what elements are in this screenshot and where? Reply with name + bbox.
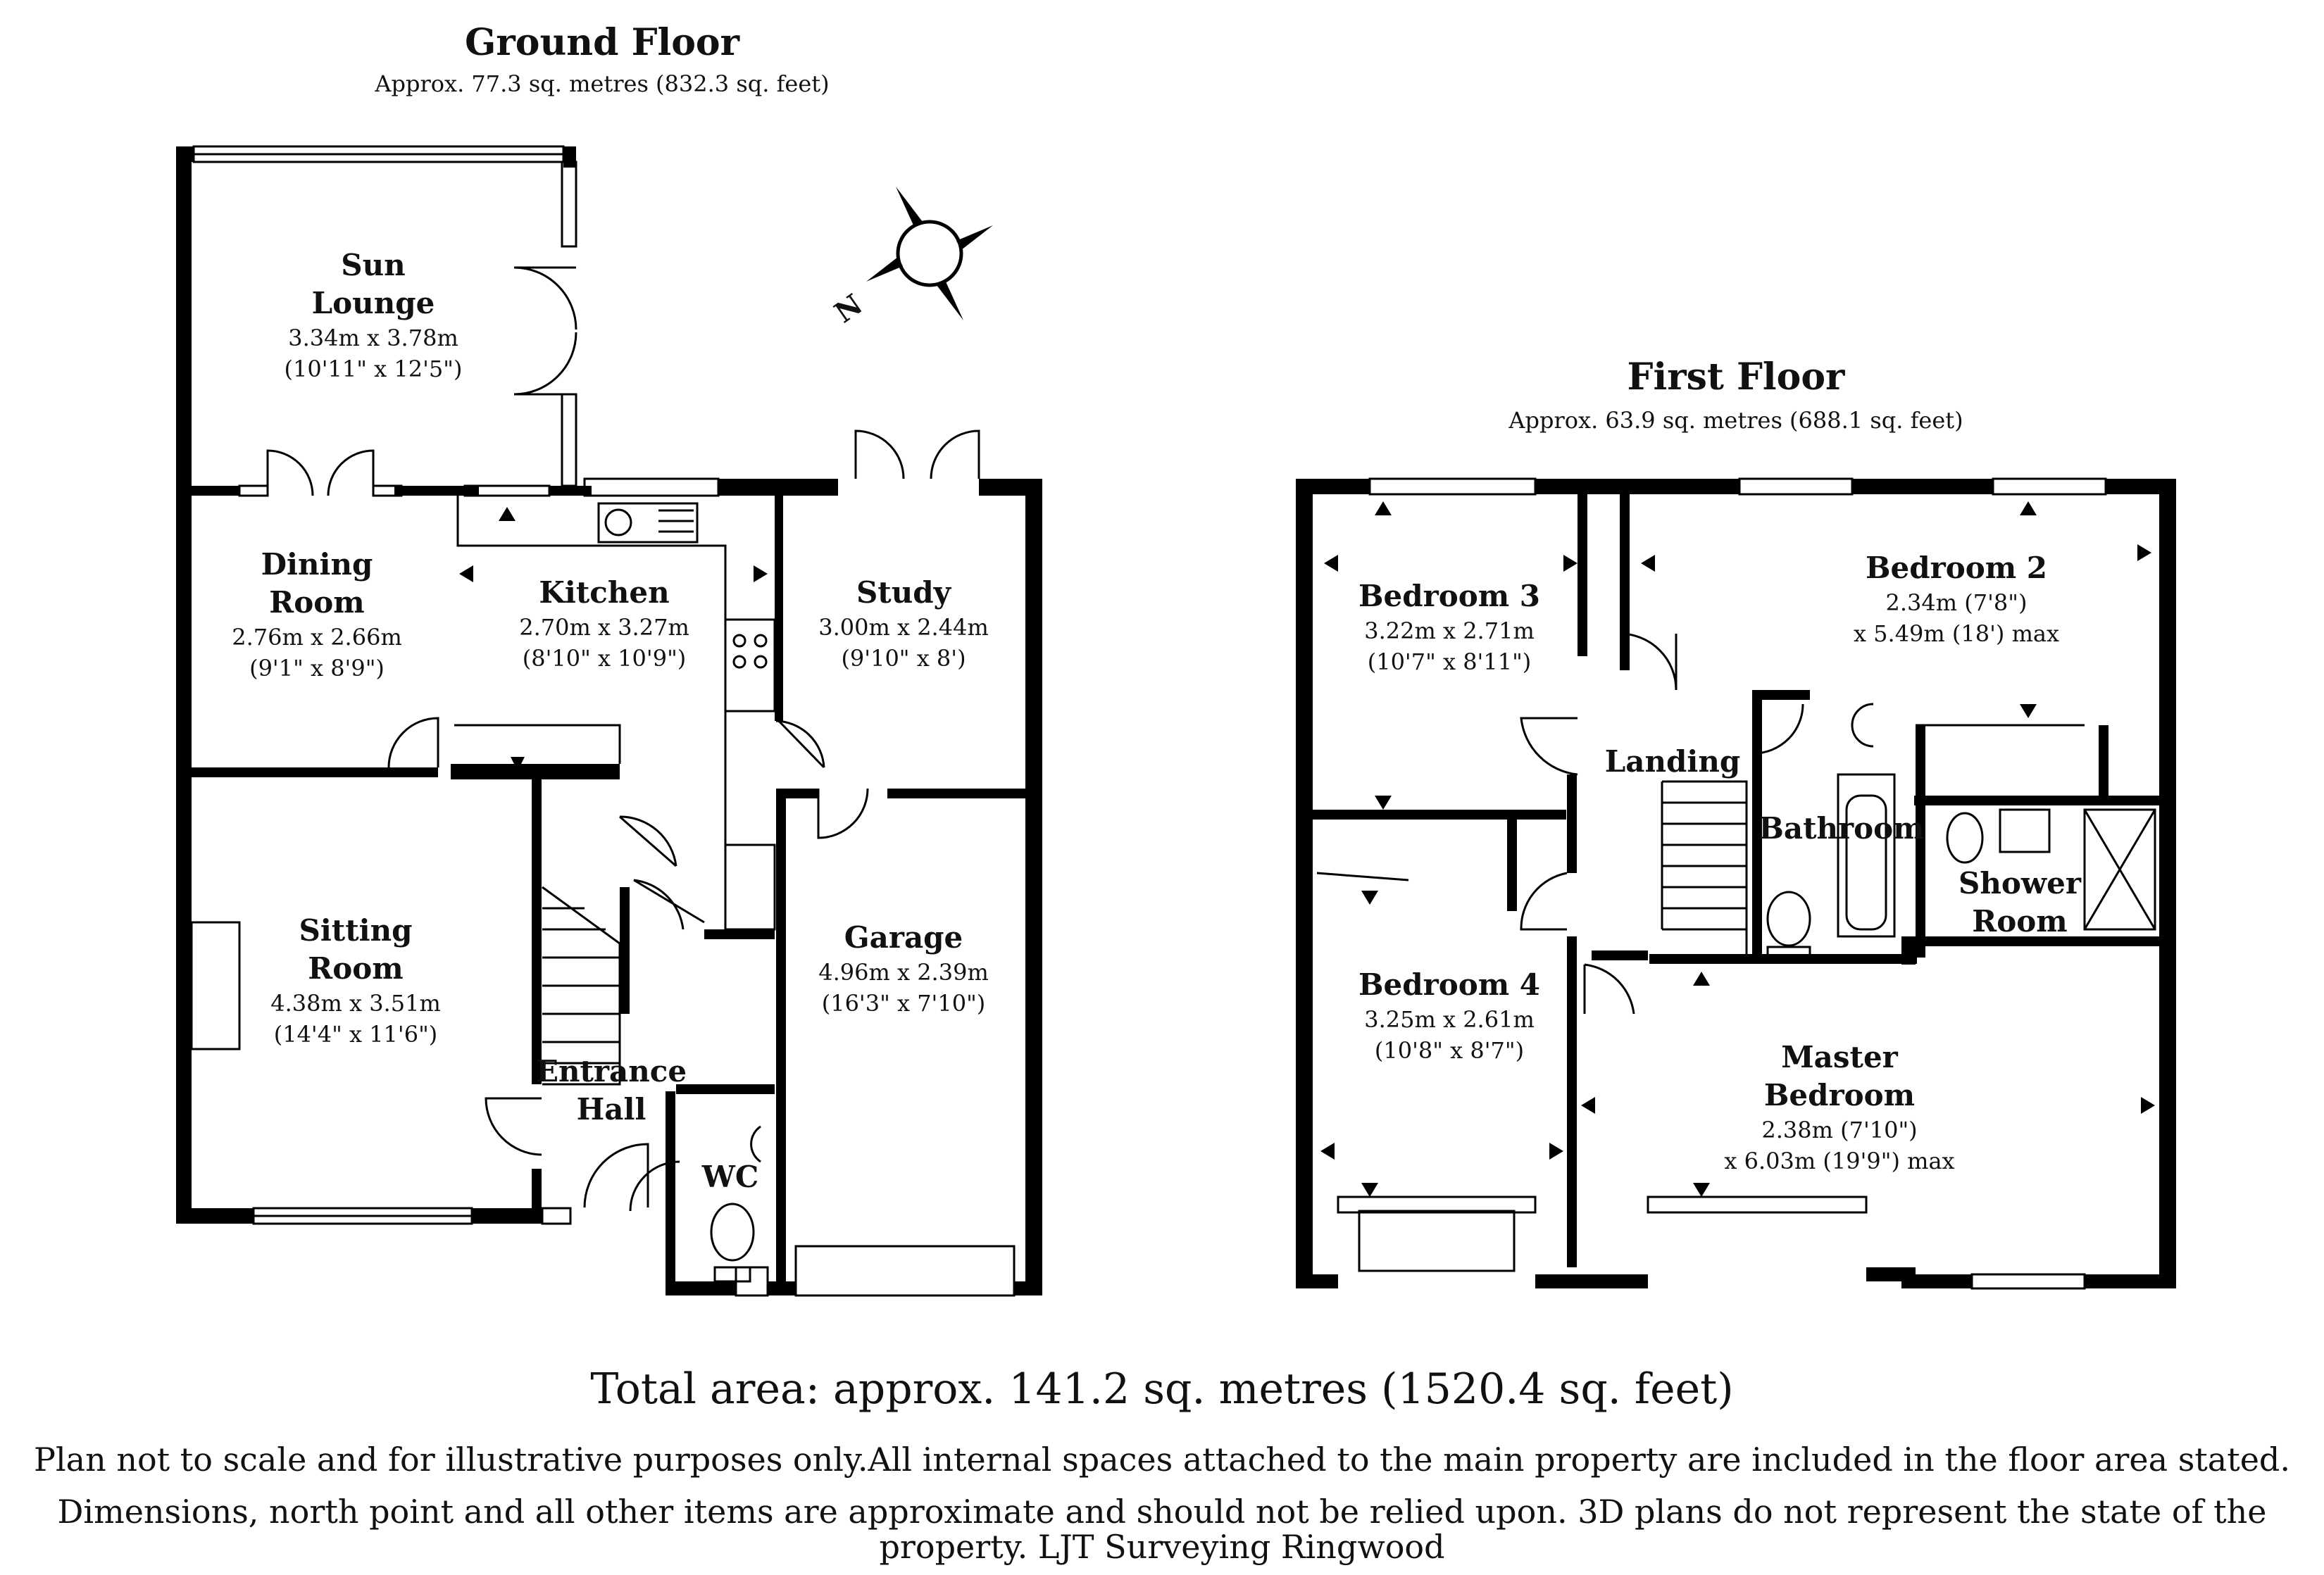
room-dimension: 2.76m x 2.66m xyxy=(232,624,402,651)
room-name: Entrance xyxy=(535,1054,687,1088)
ground-floor-area: Approx. 77.3 sq. metres (832.3 sq. feet) xyxy=(375,70,830,97)
room-dimension: 4.38m x 3.51m xyxy=(270,990,441,1017)
room-dimension: (16'3" x 7'10") xyxy=(821,990,986,1017)
disclaimer-line-1: Plan not to scale and for illustrative p… xyxy=(34,1441,2290,1479)
room-name: Hall xyxy=(576,1092,646,1127)
room-sun-lounge: Sun Lounge 3.34m x 3.78m (10'11" x 12'5"… xyxy=(285,246,463,384)
room-name: Landing xyxy=(1604,744,1741,779)
disclaimer-line-3: property. LJT Surveying Ringwood xyxy=(879,1528,1445,1566)
room-study: Study 3.00m x 2.44m (9'10" x 8') xyxy=(818,574,989,674)
room-name: Room xyxy=(1972,904,2068,939)
room-name: WC xyxy=(701,1160,759,1194)
total-area: Total area: approx. 141.2 sq. metres (15… xyxy=(590,1364,1734,1414)
room-name: Study xyxy=(856,575,951,610)
ground-floor-windows xyxy=(192,145,1016,1297)
room-wc: WC xyxy=(702,1158,759,1196)
room-name: Master xyxy=(1781,1040,1898,1074)
first-floor-windows xyxy=(1337,477,2107,1290)
room-name: Bedroom xyxy=(1763,1078,1916,1112)
room-name: Sun xyxy=(341,248,406,282)
ground-floor-stairs xyxy=(542,886,621,1086)
first-floor-stairs xyxy=(1661,780,1748,959)
ground-floor-title: Ground Floor xyxy=(465,21,739,64)
room-entrance-hall: Entrance Hall xyxy=(536,1053,687,1129)
first-floor-doors xyxy=(1316,632,2085,1015)
room-bedroom-2: Bedroom 2 2.34m (7'8") x 5.49m (18') max xyxy=(1854,549,2059,649)
dimension-arrows xyxy=(459,501,2155,1197)
room-name: Dining xyxy=(261,547,373,582)
room-dimension: (10'11" x 12'5") xyxy=(284,356,463,382)
room-name: Room xyxy=(308,951,404,986)
room-landing: Landing xyxy=(1605,743,1741,781)
room-dimension: 3.34m x 3.78m xyxy=(288,325,458,351)
north-compass-icon xyxy=(866,187,993,320)
room-dimension: 2.70m x 3.27m xyxy=(519,614,689,641)
room-dimension: x 6.03m (19'9") max xyxy=(1724,1148,1955,1174)
kitchen-fixtures xyxy=(190,496,776,1283)
room-dimension: 3.22m x 2.71m xyxy=(1364,617,1535,644)
room-sitting-room: Sitting Room 4.38m x 3.51m (14'4" x 11'6… xyxy=(270,912,441,1050)
room-bathroom: Bathroom xyxy=(1758,810,1924,848)
room-master-bedroom: Master Bedroom 2.38m (7'10") x 6.03m (19… xyxy=(1724,1039,1954,1176)
room-dining-room: Dining Room 2.76m x 2.66m (9'1" x 8'9") xyxy=(232,546,402,684)
room-name: Bedroom 4 xyxy=(1358,967,1541,1002)
room-name: Bathroom xyxy=(1758,811,1925,846)
room-dimension: 2.34m (7'8") xyxy=(1885,589,2028,616)
room-name: Kitchen xyxy=(539,575,670,610)
first-floor-title: First Floor xyxy=(1627,356,1845,399)
room-name: Room xyxy=(269,585,365,620)
room-name: Bedroom 2 xyxy=(1865,551,2048,585)
room-garage: Garage 4.96m x 2.39m (16'3" x 7'10") xyxy=(818,919,989,1019)
room-dimension: 2.38m (7'10") xyxy=(1761,1117,1918,1143)
room-bedroom-4: Bedroom 4 3.25m x 2.61m (10'8" x 8'7") xyxy=(1358,966,1540,1066)
room-dimension: (14'4" x 11'6") xyxy=(273,1021,438,1048)
first-floor-area: Approx. 63.9 sq. metres (688.1 sq. feet) xyxy=(1508,407,1963,434)
room-name: Lounge xyxy=(311,286,435,320)
room-name: Sitting xyxy=(299,913,413,948)
room-dimension: 3.25m x 2.61m xyxy=(1364,1006,1535,1033)
room-dimension: (9'1" x 8'9") xyxy=(249,655,385,682)
first-floor-walls xyxy=(1296,479,2176,1288)
room-name: Shower xyxy=(1958,866,2081,901)
room-bedroom-3: Bedroom 3 3.22m x 2.71m (10'7" x 8'11") xyxy=(1358,577,1540,677)
ground-floor-doors xyxy=(266,266,980,1212)
room-dimension: (10'8" x 8'7") xyxy=(1374,1037,1525,1064)
room-dimension: 4.96m x 2.39m xyxy=(818,959,989,986)
room-dimension: 3.00m x 2.44m xyxy=(818,614,989,641)
ground-floor-walls xyxy=(176,146,1042,1295)
room-dimension: (9'10" x 8') xyxy=(841,645,966,672)
room-dimension: x 5.49m (18') max xyxy=(1853,620,2060,647)
disclaimer-line-2: Dimensions, north point and all other it… xyxy=(57,1493,2267,1531)
room-dimension: (8'10" x 10'9") xyxy=(522,645,687,672)
room-kitchen: Kitchen 2.70m x 3.27m (8'10" x 10'9") xyxy=(519,574,689,674)
room-name: Bedroom 3 xyxy=(1358,579,1541,613)
room-shower-room: Shower Room xyxy=(1958,865,2081,941)
room-name: Garage xyxy=(844,920,963,955)
room-dimension: (10'7" x 8'11") xyxy=(1367,648,1532,675)
first-floor-fixtures xyxy=(1766,703,2156,959)
